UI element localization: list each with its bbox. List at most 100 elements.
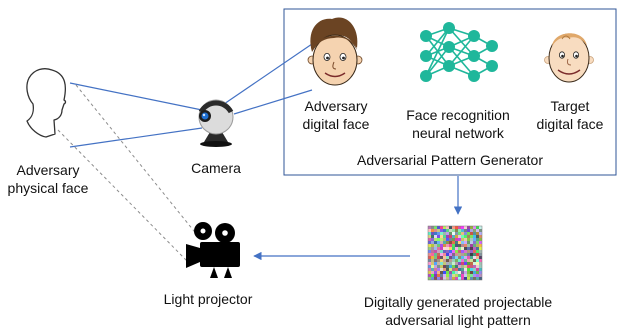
noise-cell <box>452 265 455 268</box>
noise-cell <box>452 247 455 250</box>
noise-cell <box>446 271 449 274</box>
noise-cell <box>479 274 482 277</box>
noise-cell <box>440 271 443 274</box>
noise-cell <box>437 268 440 271</box>
noise-cell <box>476 271 479 274</box>
adversary-physical-face-line-2: physical face <box>7 180 89 196</box>
noise-cell <box>461 256 464 259</box>
noise-cell <box>476 247 479 250</box>
noise-cell <box>431 265 434 268</box>
noise-cell <box>467 244 470 247</box>
noise-cell <box>437 262 440 265</box>
noise-cell <box>455 247 458 250</box>
noise-cell <box>479 250 482 253</box>
target-digital-face-line-1: Target <box>550 98 590 114</box>
noise-cell <box>464 250 467 253</box>
noise-cell <box>446 262 449 265</box>
noise-cell <box>446 256 449 259</box>
noise-cell <box>428 274 431 277</box>
noise-cell <box>443 232 446 235</box>
noise-cell <box>476 226 479 229</box>
noise-cell <box>473 271 476 274</box>
noise-cell <box>449 250 452 253</box>
noise-cell <box>473 265 476 268</box>
noise-cell <box>440 232 443 235</box>
noise-cell <box>440 259 443 262</box>
noise-cell <box>476 244 479 247</box>
noise-cell <box>455 262 458 265</box>
noise-cell <box>452 235 455 238</box>
noise-cell <box>449 247 452 250</box>
noise-cell <box>476 277 479 280</box>
noise-cell <box>443 271 446 274</box>
noise-cell <box>437 274 440 277</box>
noise-cell <box>479 232 482 235</box>
noise-cell <box>461 253 464 256</box>
noise-cell <box>449 277 452 280</box>
noise-cell <box>452 250 455 253</box>
noise-cell <box>476 262 479 265</box>
noise-cell <box>434 268 437 271</box>
target-digital-face-line-2: digital face <box>536 116 604 132</box>
noise-cell <box>470 253 473 256</box>
noise-cell <box>452 256 455 259</box>
noise-cell <box>470 268 473 271</box>
noise-cell <box>461 262 464 265</box>
noise-pattern-icon <box>427 225 483 281</box>
noise-cell <box>464 247 467 250</box>
noise-cell <box>470 259 473 262</box>
noise-cell <box>458 256 461 259</box>
generator-box <box>283 8 617 176</box>
noise-cell <box>449 241 452 244</box>
noise-cell <box>461 244 464 247</box>
noise-cell <box>476 232 479 235</box>
noise-cell <box>437 238 440 241</box>
noise-cell <box>458 226 461 229</box>
noise-cell <box>452 226 455 229</box>
noise-cell <box>437 247 440 250</box>
noise-cell <box>461 259 464 262</box>
noise-cell <box>467 226 470 229</box>
connector-camera-to-digital-face-1 <box>223 43 313 105</box>
noise-cell <box>455 253 458 256</box>
target-digital-face-label: Target digital face <box>524 97 616 133</box>
noise-cell <box>476 250 479 253</box>
noise-cell <box>473 262 476 265</box>
noise-cell <box>446 250 449 253</box>
noise-cell <box>443 262 446 265</box>
noise-cell <box>473 247 476 250</box>
noise-cell <box>464 262 467 265</box>
noise-cell <box>455 268 458 271</box>
noise-cell <box>455 274 458 277</box>
noise-cell <box>467 268 470 271</box>
noise-cell <box>458 274 461 277</box>
noise-cell <box>446 235 449 238</box>
noise-cell <box>446 226 449 229</box>
noise-cell <box>473 250 476 253</box>
noise-cell <box>431 226 434 229</box>
noise-cell <box>440 268 443 271</box>
noise-cell <box>434 229 437 232</box>
noise-cell <box>473 238 476 241</box>
noise-cell <box>449 235 452 238</box>
noise-cell <box>467 265 470 268</box>
face-recognition-nn-label: Face recognition neural network <box>394 106 522 142</box>
noise-cell <box>458 259 461 262</box>
noise-cell <box>458 232 461 235</box>
noise-cell <box>437 235 440 238</box>
camera-label-text: Camera <box>191 160 241 176</box>
connector-face-to-camera-bottom <box>69 127 203 148</box>
noise-cell <box>446 232 449 235</box>
noise-cell <box>449 244 452 247</box>
noise-cell <box>467 262 470 265</box>
noise-cell <box>461 265 464 268</box>
adversary-digital-face-line-1: Adversary <box>304 98 368 114</box>
noise-cell <box>437 244 440 247</box>
noise-cell <box>464 274 467 277</box>
noise-cell <box>428 229 431 232</box>
noise-cell <box>428 262 431 265</box>
noise-cell <box>467 271 470 274</box>
noise-cell <box>464 253 467 256</box>
noise-cell <box>428 253 431 256</box>
noise-cell <box>479 247 482 250</box>
